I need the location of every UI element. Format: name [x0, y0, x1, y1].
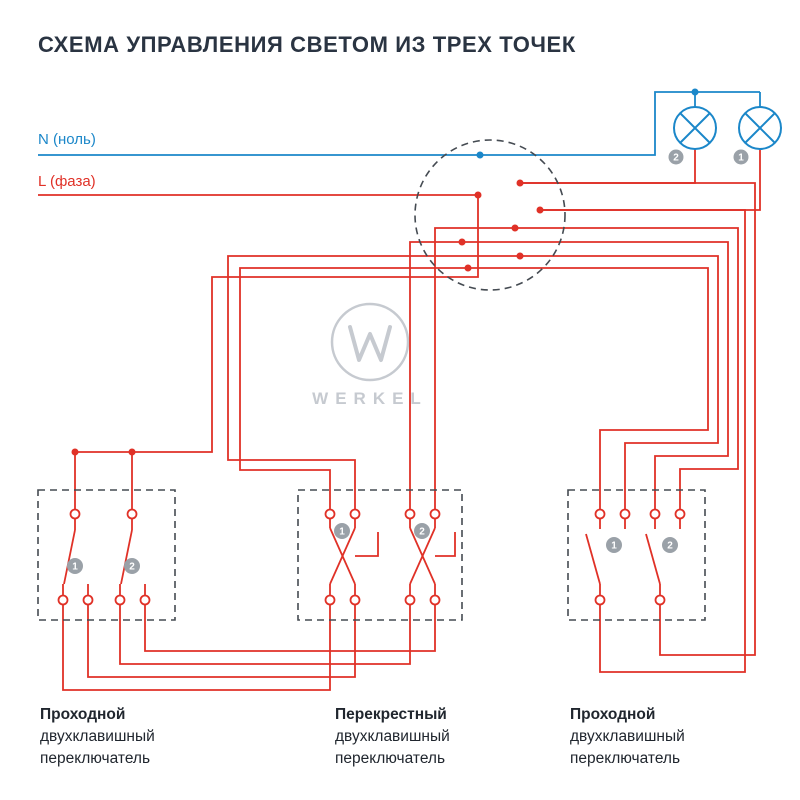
splice-dot: [511, 224, 519, 232]
lamp-cross-icon: [679, 112, 711, 144]
splice-dot: [516, 179, 524, 187]
caption-line: Проходной: [40, 706, 125, 723]
lamp-1: 1: [733, 106, 782, 165]
wire-segment: [87, 605, 356, 678]
watermark-w-icon: [348, 325, 392, 362]
terminal: [654, 594, 666, 606]
terminal: [429, 594, 441, 606]
caption-line: переключатель: [335, 750, 445, 767]
switch-left-outline: [37, 489, 176, 621]
watermark-ring-icon: [330, 302, 410, 382]
gang-number-badge: [334, 523, 350, 539]
switch-left-internals: [62, 519, 146, 595]
werkel-watermark: WERKEL: [312, 302, 428, 408]
splice-dot: [458, 238, 466, 246]
caption-middle: Перекрестный двухклавишный переключатель: [335, 706, 450, 767]
switch-middle-outline: [297, 489, 463, 621]
gang-number: 1: [339, 527, 345, 538]
terminal: [114, 594, 126, 606]
switch-right: 1 2: [567, 489, 706, 621]
wire-segment: [62, 605, 331, 691]
wire-segment: [144, 605, 436, 652]
terminal: [349, 594, 361, 606]
terminal: [126, 508, 138, 520]
lamp-number: 1: [738, 153, 744, 164]
watermark-brand-text: WERKEL: [312, 389, 428, 408]
terminal: [69, 508, 81, 520]
terminal: [429, 508, 441, 520]
gang-number: 2: [667, 541, 673, 552]
wire-segment: [540, 149, 761, 211]
neutral-line-label: N (ноль): [38, 131, 96, 148]
splice-dot: [464, 264, 472, 272]
caption-line: двухклавишный: [570, 728, 685, 745]
terminal: [139, 594, 151, 606]
wire-segment: [75, 195, 479, 453]
gang-number-badge: [606, 537, 622, 553]
switch-right-internals: [585, 519, 681, 595]
wire-segment: [540, 209, 746, 673]
switch-left: 1 2: [37, 489, 176, 621]
caption-left: Проходной двухклавишный переключатель: [40, 706, 155, 767]
wire-segment: [227, 255, 719, 509]
terminal: [594, 508, 606, 520]
wire-segment: [409, 241, 729, 509]
wire-segment: [434, 227, 739, 509]
wire-segment: [119, 605, 411, 665]
terminal: [324, 508, 336, 520]
caption-line: двухклавишный: [40, 728, 155, 745]
switch-middle: 1 2: [297, 489, 463, 621]
neutral-wire: [38, 91, 760, 156]
neutral-junction-dot: [476, 151, 484, 159]
gang-number-badge: [662, 537, 678, 553]
terminal: [674, 508, 686, 520]
caption-line: Перекрестный: [335, 706, 447, 723]
terminal: [404, 594, 416, 606]
terminal: [82, 594, 94, 606]
terminal: [649, 508, 661, 520]
splice-dot: [128, 448, 136, 456]
gang-number: 2: [129, 562, 135, 573]
terminal: [594, 594, 606, 606]
terminal: [324, 594, 336, 606]
phase-line-label: L (фаза): [38, 173, 96, 190]
terminal: [57, 594, 69, 606]
gang-number: 2: [419, 527, 425, 538]
terminal: [349, 508, 361, 520]
caption-line: переключатель: [570, 750, 680, 767]
phase-junction-dot: [474, 191, 482, 199]
gang-number-badge: [124, 558, 140, 574]
splice-dot: [71, 448, 79, 456]
gang-number: 1: [611, 541, 617, 552]
lamp-number-badge: [668, 149, 684, 165]
switch-right-outline: [567, 489, 706, 621]
wire-segment: [520, 182, 756, 656]
terminal: [619, 508, 631, 520]
caption-line: Проходной: [570, 706, 655, 723]
neutral-junction-dot: [691, 88, 699, 96]
lamp-number: 2: [673, 153, 679, 164]
terminal: [404, 508, 416, 520]
lamp-number-badge: [733, 149, 749, 165]
phase-wiring: [38, 149, 761, 691]
wire-segment: [239, 267, 709, 509]
splice-dot: [536, 206, 544, 214]
page-title: СХЕМА УПРАВЛЕНИЯ СВЕТОМ ИЗ ТРЕХ ТОЧЕК: [38, 32, 576, 57]
switch-middle-internals: [329, 519, 456, 595]
lamp-cross-icon: [744, 112, 776, 144]
neutral-wiring: [38, 88, 761, 159]
gang-number: 1: [72, 562, 78, 573]
gang-number-badge: [67, 558, 83, 574]
caption-line: двухклавишный: [335, 728, 450, 745]
splice-dot: [516, 252, 524, 260]
gang-number-badge: [414, 523, 430, 539]
caption-line: переключатель: [40, 750, 150, 767]
lamp-2: 2: [668, 106, 717, 165]
caption-right: Проходной двухклавишный переключатель: [570, 706, 685, 767]
junction-box: [414, 139, 566, 291]
